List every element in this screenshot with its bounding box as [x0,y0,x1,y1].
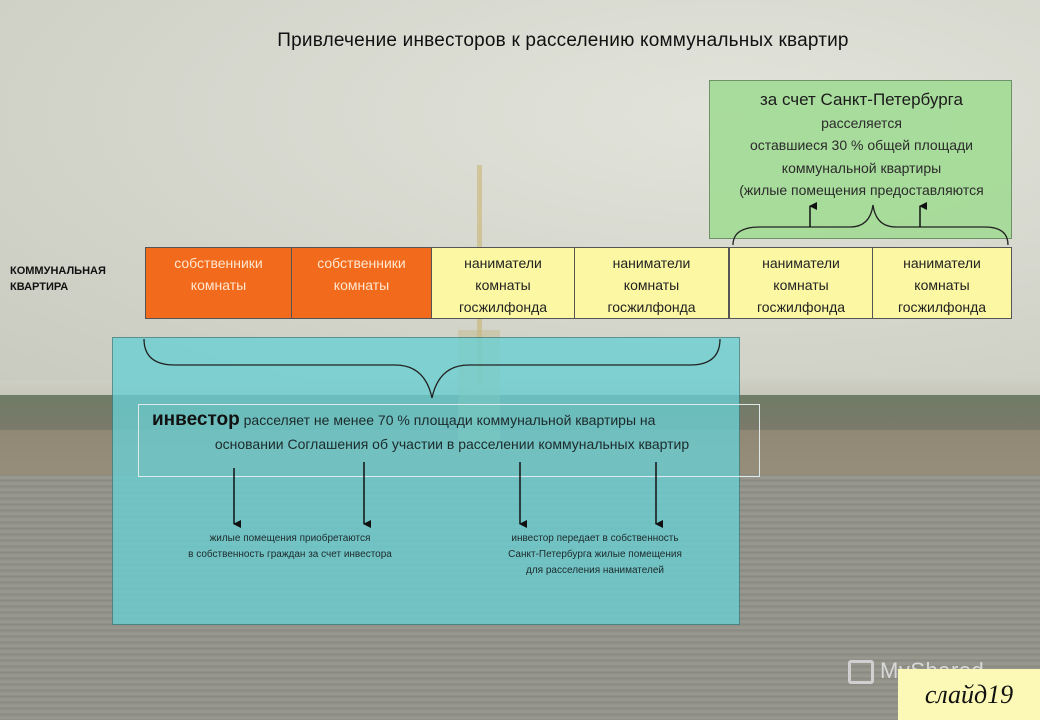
room-line: госжилфонда [897,299,987,315]
investor-brace [143,338,721,399]
room-line: собственники [174,255,263,271]
room-line: комнаты [914,277,970,293]
room-line: собственники [317,255,406,271]
note-left: жилые помещения приобретаются в собствен… [160,531,420,563]
investor-box [112,337,740,625]
note-line: Санкт-Петербурга жилые помещения [508,549,682,560]
slide-number: слайд19 [898,669,1040,720]
spb-funding-box: за счет Санкт-Петербурга расселяется ост… [709,80,1012,239]
room-cell-tenant: наниматели комнаты госжилфонда [873,248,1011,318]
note-line: жилые помещения приобретаются [209,533,371,544]
room-line: комнаты [773,277,829,293]
note-line: в собственность граждан за счет инвестор… [188,549,392,560]
room-line: госжилфонда [607,299,696,315]
room-line: комнаты [623,277,680,293]
spb-line: оставшиеся 30 % общей площади [749,137,974,153]
apartment-rooms-row: собственники комнаты собственники комнат… [145,247,1012,319]
investor-lead: инвестор [152,409,240,430]
note-line: для расселения нанимателей [525,565,664,576]
note-line: инвестор передает в собственность [511,533,679,544]
note-right: инвестор передает в собственность Санкт-… [480,531,710,579]
room-cell-tenant: наниматели комнаты госжилфонда [432,248,575,318]
spb-brace [732,204,1009,246]
apartment-label-line: КВАРТИРА [10,281,69,293]
room-cell-tenant: наниматели комнаты госжилфонда [575,248,730,318]
room-line: комнаты [333,277,390,293]
investor-text-line: основании Соглашения об участии в рассел… [214,436,690,452]
investor-text-frame [138,404,760,477]
cart-icon [848,660,874,685]
spb-line: (жилые помещения предоставляются [739,182,984,198]
apartment-label-line: КОММУНАЛЬНАЯ [10,265,106,277]
spb-heading: за счет Санкт-Петербурга [760,90,963,109]
room-line: наниматели [762,255,840,271]
investor-text-line: расселяет не менее 70 % площади коммунал… [239,412,656,428]
apartment-label: КОММУНАЛЬНАЯ КВАРТИРА [10,263,106,295]
room-line: наниматели [464,255,542,271]
room-cell-tenant: наниматели комнаты госжилфонда [730,248,873,318]
room-cell-owner: собственники комнаты [292,248,432,318]
spb-line: коммунальной квартиры [781,160,942,176]
room-line: госжилфонда [458,299,548,315]
investor-text: инвестор расселяет не менее 70 % площади… [152,408,752,456]
room-line: наниматели [903,255,981,271]
room-cell-owner: собственники комнаты [146,248,292,318]
room-line: наниматели [612,255,691,271]
room-line: комнаты [190,277,247,293]
room-line: комнаты [475,277,531,293]
room-line: госжилфонда [756,299,846,315]
slide-title: Привлечение инвесторов к расселению комм… [277,30,849,51]
spb-line: расселяется [821,115,902,131]
